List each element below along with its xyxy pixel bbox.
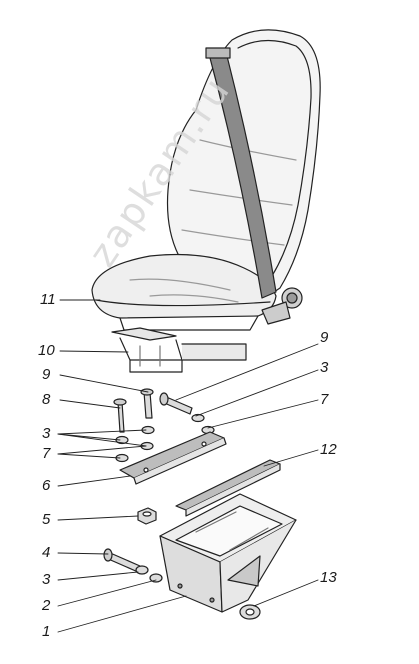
- label-8: 8: [42, 391, 51, 408]
- mounting-strip: [119, 431, 227, 485]
- leader-lines: [57, 299, 319, 633]
- rail-bar: [175, 459, 281, 517]
- seat-slide-frame: [111, 327, 247, 373]
- label-3-lower: 3: [42, 571, 51, 588]
- label-6: 6: [42, 477, 51, 494]
- label-5: 5: [42, 511, 51, 528]
- label-9-right: 9: [320, 329, 329, 346]
- label-2: 2: [42, 597, 51, 614]
- grommet: [239, 604, 261, 620]
- nut: [137, 507, 157, 525]
- label-12: 12: [320, 441, 337, 458]
- seat-belt: [205, 47, 303, 325]
- label-11: 11: [40, 291, 56, 308]
- label-1: 1: [42, 623, 51, 640]
- bolt-set: [113, 388, 193, 433]
- label-13: 13: [320, 569, 337, 586]
- label-3-upper: 3: [42, 425, 51, 442]
- label-3-right: 3: [320, 359, 329, 376]
- label-4: 4: [42, 544, 51, 561]
- base-frame: [159, 493, 297, 613]
- washer-set-lower: [135, 565, 163, 583]
- label-10: 10: [38, 342, 55, 359]
- label-7-left: 7: [42, 445, 51, 462]
- seat-cushion: [91, 253, 277, 331]
- label-9-left: 9: [42, 366, 51, 383]
- bolt-4: [103, 548, 141, 573]
- label-7-right: 7: [320, 391, 329, 408]
